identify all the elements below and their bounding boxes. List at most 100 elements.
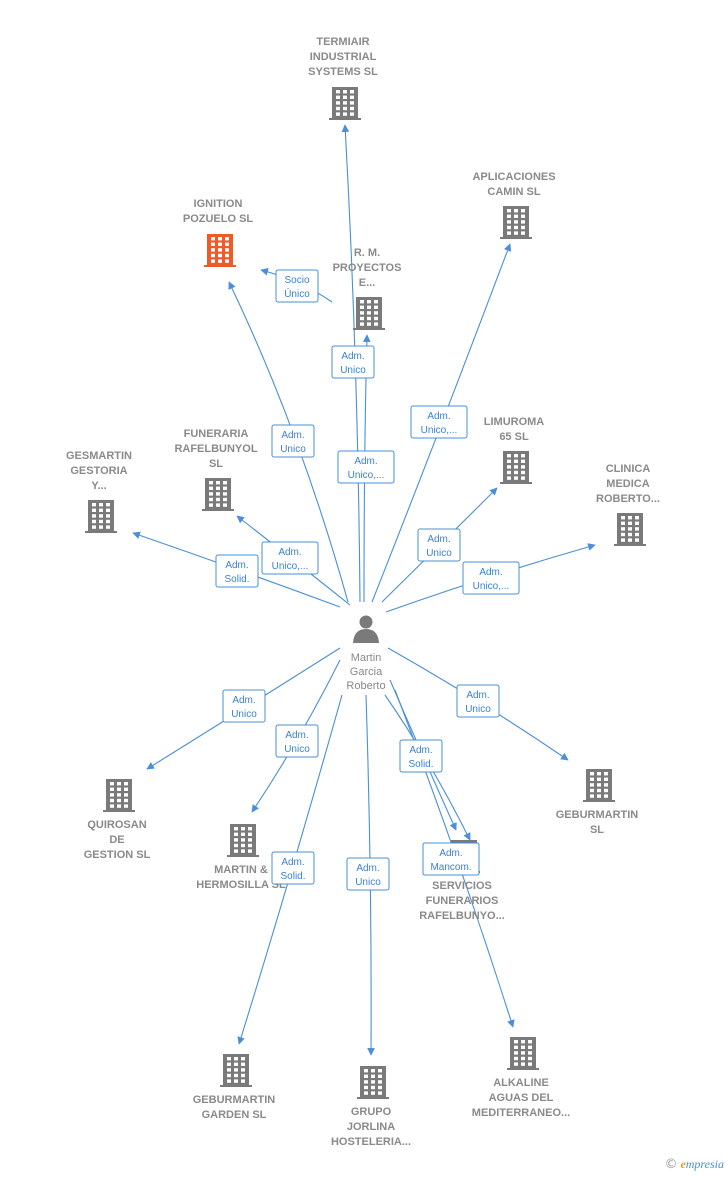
company-label-line: GARDEN SL bbox=[202, 1109, 267, 1121]
edge-label-text: Adm. bbox=[225, 560, 248, 571]
company-label: GRUPOJORLINAHOSTELERIA... bbox=[331, 1106, 411, 1148]
edge-label-text: Unico bbox=[465, 704, 491, 715]
edge-label-text: Socio bbox=[284, 275, 309, 286]
company-node-rm[interactable]: R. M.PROYECTOSE... bbox=[333, 247, 402, 330]
edge-label-geburgarden[interactable]: Adm.Solid. bbox=[271, 851, 315, 885]
edge-label-text: Solid. bbox=[224, 574, 249, 585]
footer-brand[interactable]: © empresia bbox=[664, 1157, 724, 1172]
edge-label-clinica[interactable]: Adm.Unico,... bbox=[462, 561, 520, 595]
company-label-line: SL bbox=[209, 458, 223, 470]
edge-label-gesmartin[interactable]: Adm. Solid. bbox=[215, 554, 259, 588]
edge-label-termiair[interactable]: Adm. Unico,... bbox=[337, 450, 395, 484]
building-icon bbox=[357, 1066, 389, 1099]
edge-label-text: Solid. bbox=[280, 871, 305, 882]
edge-label-martinh[interactable]: Adm. Unico bbox=[275, 724, 319, 758]
edge-label-text: Unico bbox=[426, 548, 452, 559]
edge-label-aplicaciones[interactable]: Adm. Unico,... bbox=[410, 405, 468, 439]
company-label-line: GEBURMARTIN bbox=[556, 809, 639, 821]
company-label: SERVICIOSFUNERARIOSRAFELBUNYO... bbox=[419, 880, 505, 922]
edge-label-text: Adm. bbox=[356, 863, 379, 874]
company-label-line: FUNERARIA bbox=[184, 428, 249, 440]
building-icon bbox=[202, 478, 234, 511]
edge-label-alkaline[interactable]: Adm. Mancom. bbox=[422, 842, 480, 876]
company-label-line: E... bbox=[359, 277, 376, 289]
brand-logo-text: mpresia bbox=[685, 1157, 724, 1171]
company-label-line: ALKALINE bbox=[493, 1077, 549, 1089]
company-node-martinh[interactable]: MARTIN &HERMOSILLA SL bbox=[196, 824, 286, 891]
building-icon-highlighted bbox=[204, 234, 236, 267]
edge-label-ignition[interactable]: Adm.Unico bbox=[271, 424, 315, 458]
company-node-grupo[interactable]: GRUPOJORLINAHOSTELERIA... bbox=[331, 1066, 411, 1148]
edge-label-rm[interactable]: Adm.Unico bbox=[331, 345, 375, 379]
company-label-line: JORLINA bbox=[347, 1121, 395, 1133]
company-label-line: FUNERARIOS bbox=[426, 895, 499, 907]
edge-label-servicios[interactable]: Adm.Solid. bbox=[399, 739, 443, 773]
company-label-line: GESTION SL bbox=[84, 849, 151, 861]
building-icon bbox=[500, 451, 532, 484]
edge-label-text: Adm. bbox=[409, 745, 432, 756]
edge-label-text: Unico,... bbox=[272, 561, 309, 572]
company-node-geburmartin[interactable]: GEBURMARTIN SL bbox=[556, 769, 639, 836]
company-node-ignition[interactable]: IGNITION POZUELO SL bbox=[183, 198, 254, 267]
company-label-line: POZUELO SL bbox=[183, 213, 254, 225]
edge-label-text: Unico,... bbox=[348, 470, 385, 481]
edge-label-quirosan[interactable]: Adm. Unico bbox=[222, 689, 266, 723]
edge-label-text: Unico bbox=[231, 709, 257, 720]
edge-label-geburmartin[interactable]: Adm.Unico bbox=[456, 684, 500, 718]
edge-label-text: Adm. bbox=[427, 411, 450, 422]
company-label-line: SYSTEMS SL bbox=[308, 66, 378, 78]
building-icon bbox=[103, 779, 135, 812]
edge-label-text: Adm. bbox=[479, 567, 502, 578]
building-icon bbox=[227, 824, 259, 857]
edge-label-grupo[interactable]: Adm.Unico bbox=[346, 857, 390, 891]
company-label-line: MARTIN & bbox=[214, 864, 268, 876]
company-label-line: IGNITION bbox=[194, 198, 243, 210]
edge-label-text: Adm. bbox=[285, 730, 308, 741]
person-name-line: Roberto bbox=[346, 680, 385, 692]
company-node-geburgarden[interactable]: GEBURMARTIN GARDEN SL bbox=[193, 1054, 276, 1121]
company-label-line: ROBERTO... bbox=[596, 493, 660, 505]
company-label-line: LIMUROMA bbox=[484, 416, 545, 428]
edge-label-text: Adm. bbox=[278, 547, 301, 558]
building-icon bbox=[507, 1037, 539, 1070]
copyright-symbol: © bbox=[664, 1157, 678, 1172]
edge-label-text: Adm. bbox=[354, 456, 377, 467]
company-label-line: R. M. bbox=[354, 247, 380, 259]
edge-labels-layer: Adm.Unico,...Adm.UnicoAdm.UnicoSocioÚnic… bbox=[215, 269, 520, 891]
edge-label-text: Unico,... bbox=[421, 425, 458, 436]
edge-label-limuroma[interactable]: Adm. Unico bbox=[417, 528, 461, 562]
edge-label-text: Adm. bbox=[427, 534, 450, 545]
company-node-gesmartin[interactable]: GESMARTINGESTORIAY... bbox=[66, 450, 132, 533]
company-label-line: GEBURMARTIN bbox=[193, 1094, 276, 1106]
company-label-line: GRUPO bbox=[351, 1106, 392, 1118]
edge-label-text: Único bbox=[284, 287, 310, 300]
edge-label-funeraria[interactable]: Adm. Unico,... bbox=[261, 541, 319, 575]
company-label: MARTIN &HERMOSILLA SL bbox=[196, 864, 286, 891]
edge-label-text: Adm. bbox=[439, 848, 462, 859]
company-label-line: SL bbox=[590, 824, 604, 836]
company-label-line: GESTORIA bbox=[70, 465, 127, 477]
edge-label-text: Adm. bbox=[232, 695, 255, 706]
company-label-line: CLINICA bbox=[606, 463, 651, 475]
company-label-line: APLICACIONES bbox=[472, 171, 555, 183]
edge-label-text: Mancom. bbox=[430, 862, 471, 873]
edge-label-text: Unico bbox=[284, 744, 310, 755]
company-node-clinica[interactable]: CLINICAMEDICAROBERTO... bbox=[596, 463, 660, 546]
building-icon bbox=[220, 1054, 252, 1087]
edge-label-text: Unico bbox=[280, 444, 306, 455]
company-label-line: RAFELBUNYO... bbox=[419, 910, 505, 922]
